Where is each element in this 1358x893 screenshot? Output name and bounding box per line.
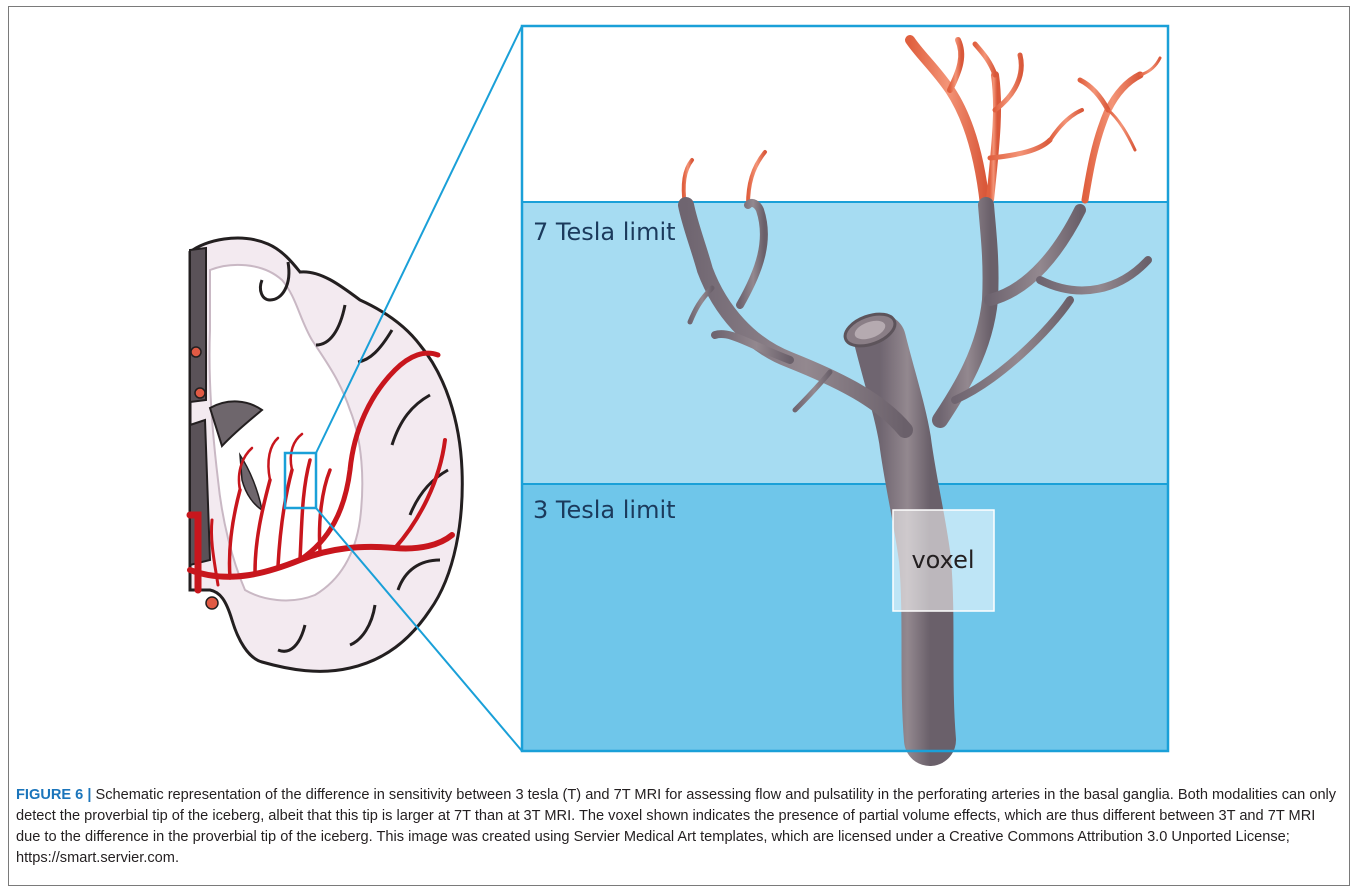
brain-section-illustration bbox=[190, 238, 462, 671]
zoom-panel: 7 Tesla limit 3 Tesla limit voxel bbox=[522, 26, 1168, 751]
label-7-tesla-limit: 7 Tesla limit bbox=[533, 218, 676, 246]
figure-label: FIGURE 6 | bbox=[16, 787, 91, 803]
caption-text: Schematic representation of the differen… bbox=[16, 787, 1336, 866]
label-3-tesla-limit: 3 Tesla limit bbox=[533, 496, 676, 524]
figure-caption: FIGURE 6 | Schematic representation of t… bbox=[16, 785, 1338, 869]
zone-3t bbox=[522, 484, 1168, 751]
voxel-label: voxel bbox=[911, 546, 974, 574]
brain-midline bbox=[190, 248, 206, 402]
